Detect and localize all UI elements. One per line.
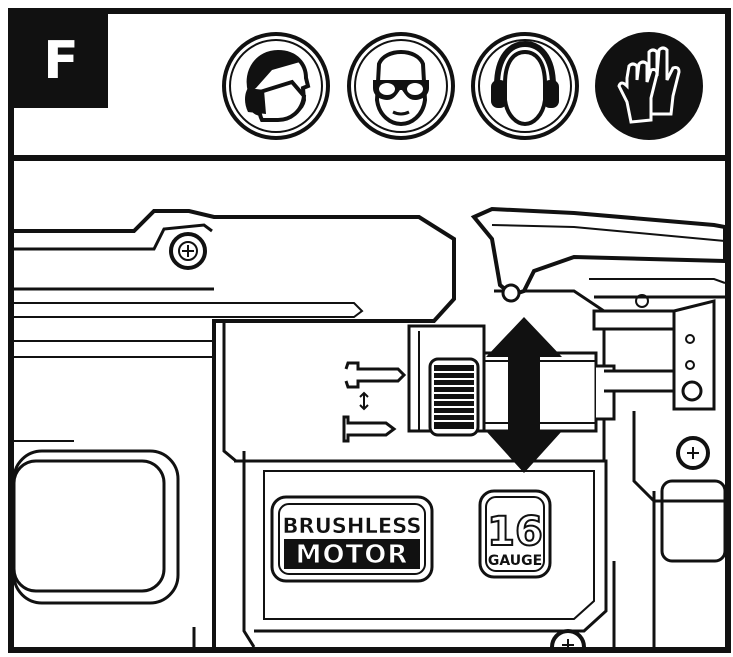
step-letter: F xyxy=(14,14,108,108)
housing-outline xyxy=(14,209,456,647)
gloves-icon xyxy=(595,32,703,140)
gauge-badge xyxy=(478,489,552,579)
depth-adjust-wheel[interactable] xyxy=(434,365,474,429)
badge-top-text: BRUSHLESS xyxy=(283,514,422,538)
tool-illustration: BRUSHLESS MOTOR 16 GAUGE xyxy=(14,206,725,647)
depth-indicator-icon xyxy=(342,361,407,443)
gauge-number: 16 xyxy=(487,509,543,555)
badge-bottom-text: MOTOR xyxy=(296,540,409,570)
ear-protection-icon xyxy=(471,32,579,140)
panel-header: F xyxy=(14,14,725,161)
rafter-hook xyxy=(470,206,725,298)
side-panel xyxy=(14,459,166,593)
hex-nut xyxy=(681,380,703,402)
dust-mask-icon xyxy=(222,32,330,140)
adjust-direction-arrow xyxy=(486,317,562,473)
safety-glasses-icon xyxy=(347,32,455,140)
instruction-panel: F xyxy=(8,8,731,653)
gauge-label: GAUGE xyxy=(488,553,542,569)
